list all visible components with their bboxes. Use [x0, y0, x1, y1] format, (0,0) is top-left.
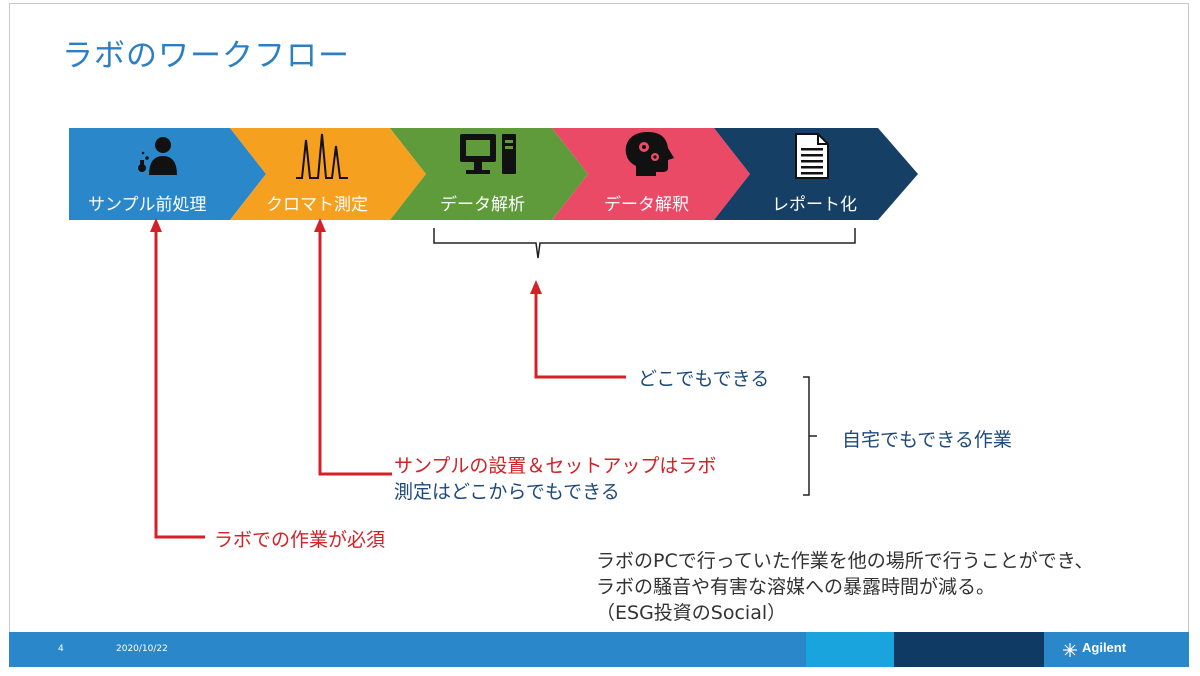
document-icon	[795, 133, 829, 179]
step-label-prep: サンプル前処理	[88, 195, 207, 215]
footer-accent-dark	[894, 632, 1044, 667]
step-label-interpretation: データ解釈	[604, 195, 689, 215]
footer-date: 2020/10/22	[116, 644, 168, 654]
annotation-home-work: 自宅でもできる作業	[842, 429, 1012, 451]
annotation-anywhere: どこでもできる	[638, 368, 770, 390]
annotation-setup-lab: サンプルの設置＆セットアップはラボ	[394, 455, 717, 477]
arrowhead-analysis	[530, 280, 542, 294]
home-work-bracket	[803, 376, 817, 496]
note-line-1: ラボのPCで行っていた作業を他の場所で行うことができ、	[596, 550, 1094, 572]
chevron-step-2	[230, 128, 426, 220]
scientist-icon	[138, 137, 177, 175]
red-arrows	[154, 228, 626, 539]
spark-icon	[1063, 643, 1077, 657]
arrow-prep	[154, 228, 205, 539]
arrow-measurement	[318, 228, 392, 476]
step-label-analysis: データ解析	[440, 195, 525, 215]
step-label-report: レポート化	[772, 195, 857, 215]
note-line-2: ラボの騒音や有害な溶媒への暴露時間が減る。	[596, 576, 996, 598]
arrowhead-measurement	[314, 218, 326, 232]
data-steps-brace	[433, 228, 856, 259]
chromatogram-icon	[296, 133, 348, 179]
page-number: 4	[58, 644, 64, 654]
arrow-analysis	[534, 290, 626, 379]
footer-accent-light	[806, 632, 894, 667]
annotation-lab-required: ラボでの作業が必須	[214, 529, 386, 551]
step-label-chromatography: クロマト測定	[266, 195, 368, 215]
company-logo: Agilent	[1082, 640, 1127, 655]
note-line-3: （ESG投資のSocial）	[596, 602, 787, 624]
computer-icon	[460, 134, 516, 174]
arrowhead-prep	[150, 218, 162, 232]
brain-gears-icon	[625, 132, 674, 176]
annotation-measure-anywhere: 測定はどこからでもできる	[394, 481, 620, 503]
slide-title: ラボのワークフロー	[62, 38, 350, 74]
